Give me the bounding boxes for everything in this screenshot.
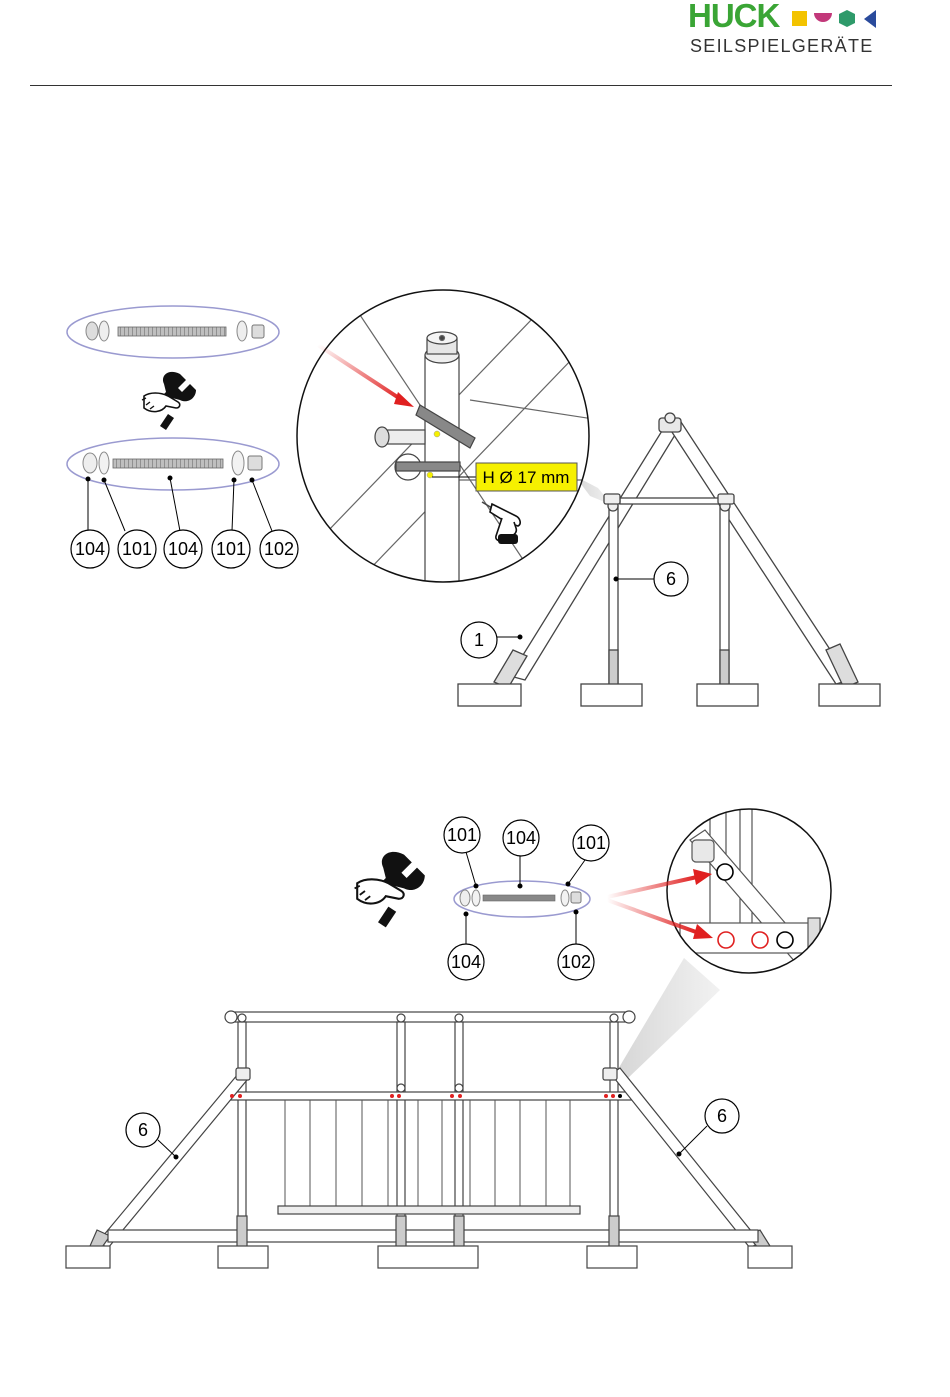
svg-text:104: 104 (75, 539, 105, 559)
bolt-kit-loose (67, 306, 279, 358)
wrench-hand-icon (142, 372, 196, 430)
hole-marker-red-2 (752, 932, 768, 948)
svg-text:101: 101 (122, 539, 152, 559)
callout-leg-1: 1 (461, 622, 497, 658)
detail-magnifier (297, 290, 600, 600)
detail-magnifier-2 (667, 800, 831, 985)
callout-post-6: 6 (654, 562, 688, 596)
callout2-101-a: 101 (444, 817, 480, 853)
callout2-101-b: 101 (573, 825, 609, 861)
callout2-right-6: 6 (705, 1099, 739, 1133)
svg-text:6: 6 (717, 1106, 727, 1126)
svg-text:101: 101 (447, 825, 477, 845)
part-callouts: 104 101 104 101 102 (71, 530, 298, 568)
wrench-hand-icon-2 (355, 852, 425, 928)
callout2-104-a: 104 (503, 820, 539, 856)
hole-marker-red-1 (718, 932, 734, 948)
svg-text:1: 1 (474, 630, 484, 650)
callout2-104-b: 104 (448, 944, 484, 980)
svg-text:102: 102 (264, 539, 294, 559)
callout-101-b: 101 (212, 530, 250, 568)
svg-text:H Ø 17 mm: H Ø 17 mm (483, 468, 570, 487)
svg-text:101: 101 (216, 539, 246, 559)
callout-101-a: 101 (118, 530, 156, 568)
svg-text:104: 104 (451, 952, 481, 972)
hole-marker-top (717, 864, 733, 880)
svg-text:104: 104 (168, 539, 198, 559)
callout2-left-6: 6 (126, 1113, 160, 1147)
hole-marker-black (777, 932, 793, 948)
bolt-kit-assembled (67, 438, 279, 490)
svg-text:101: 101 (576, 833, 606, 853)
swing-frame-front (66, 1011, 792, 1268)
svg-text:102: 102 (561, 952, 591, 972)
callout-104-a: 104 (71, 530, 109, 568)
svg-text:6: 6 (666, 569, 676, 589)
callout-104-b: 104 (164, 530, 202, 568)
svg-text:6: 6 (138, 1120, 148, 1140)
callout2-102: 102 (558, 944, 594, 980)
svg-text:104: 104 (506, 828, 536, 848)
callout-102: 102 (260, 530, 298, 568)
